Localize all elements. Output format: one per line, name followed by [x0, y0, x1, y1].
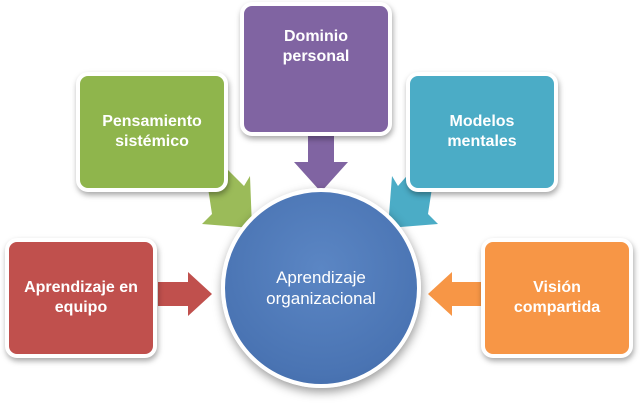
center-aprendizaje-organizacional: Aprendizaje organizacional: [221, 188, 421, 388]
node-modelos-mentales: Modelos mentales: [406, 72, 558, 192]
arrow-aprendizaje-en-equipo: [158, 272, 212, 316]
node-label-line2: equipo: [54, 299, 108, 316]
node-label-line1: Dominio: [284, 28, 348, 45]
node-label-line1: Modelos: [449, 113, 515, 130]
node-label-line1: Visión: [533, 279, 581, 296]
node-label-line2: mentales: [447, 133, 517, 150]
node-aprendizaje-en-equipo: Aprendizaje en equipo: [5, 238, 157, 358]
node-label-line1: Aprendizaje en: [24, 279, 138, 296]
node-label-line2: sistémico: [115, 133, 189, 150]
center-label-line1: Aprendizaje: [276, 268, 366, 287]
arrow-vision-compartida: [428, 272, 482, 316]
node-dominio-personal: Dominio personal: [240, 2, 392, 136]
center-label-line2: organizacional: [266, 289, 376, 308]
node-pensamiento-sistemico: Pensamiento sistémico: [76, 72, 228, 192]
node-label-line2: compartida: [513, 299, 601, 316]
node-label-line2: personal: [282, 48, 350, 65]
node-vision-compartida: Visión compartida: [481, 238, 633, 358]
arrow-dominio-personal: [294, 135, 348, 192]
node-label-line1: Pensamiento: [102, 113, 202, 130]
